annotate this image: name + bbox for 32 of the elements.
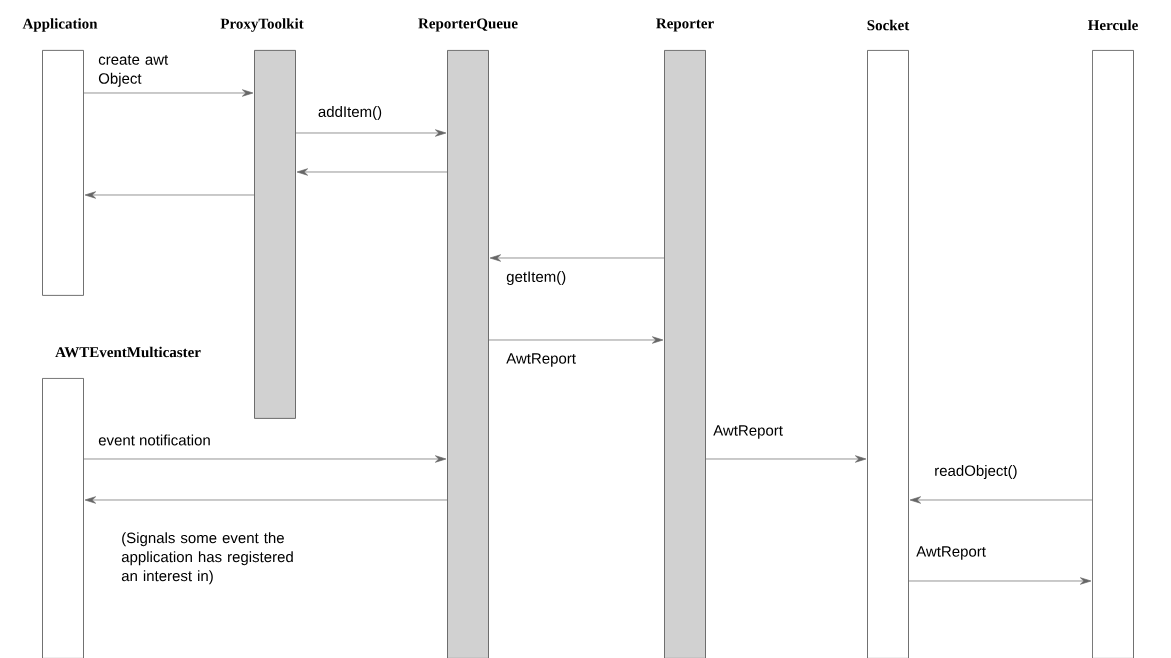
lifeline-bar: Application xyxy=(22,18,98,296)
edge-label: addItem() xyxy=(318,106,382,120)
edge-label: getItem() xyxy=(506,271,566,285)
edge-label: event notification xyxy=(98,434,210,446)
arrow xyxy=(488,336,664,344)
arrow xyxy=(909,496,1093,504)
edge-label: readObject() xyxy=(935,465,1017,479)
arrow xyxy=(84,496,448,504)
note-text: (Signals some event the application has registered an interest in) xyxy=(121,532,293,585)
node-label: Hercule xyxy=(1087,19,1138,31)
node-label: Reporter xyxy=(656,18,714,32)
lifeline-bar: ProxyToolkit xyxy=(220,18,304,419)
node-label: ReporterQueue xyxy=(418,18,518,32)
arrow xyxy=(489,254,665,262)
node-label: Application xyxy=(22,18,98,32)
arrow xyxy=(296,168,448,176)
lifeline-bar: Socket xyxy=(867,19,910,658)
edge-label: create awt Object xyxy=(98,55,169,87)
edge-label: AwtReport xyxy=(506,353,576,367)
arrow xyxy=(908,577,1092,585)
node-label: ProxyToolkit xyxy=(220,18,304,32)
edge-label: AwtReport xyxy=(916,546,986,560)
node-label: Socket xyxy=(867,19,910,31)
arrow xyxy=(295,129,447,137)
arrow xyxy=(83,89,254,97)
arrow xyxy=(84,191,255,199)
edge-label: AwtReport xyxy=(713,425,783,439)
lifeline-bar: Hercule xyxy=(1088,19,1138,658)
arrow xyxy=(705,455,867,463)
node-label: AWTEventMulticaster xyxy=(55,346,201,358)
arrow xyxy=(83,455,447,463)
lifeline-bar: Reporter xyxy=(656,18,714,658)
